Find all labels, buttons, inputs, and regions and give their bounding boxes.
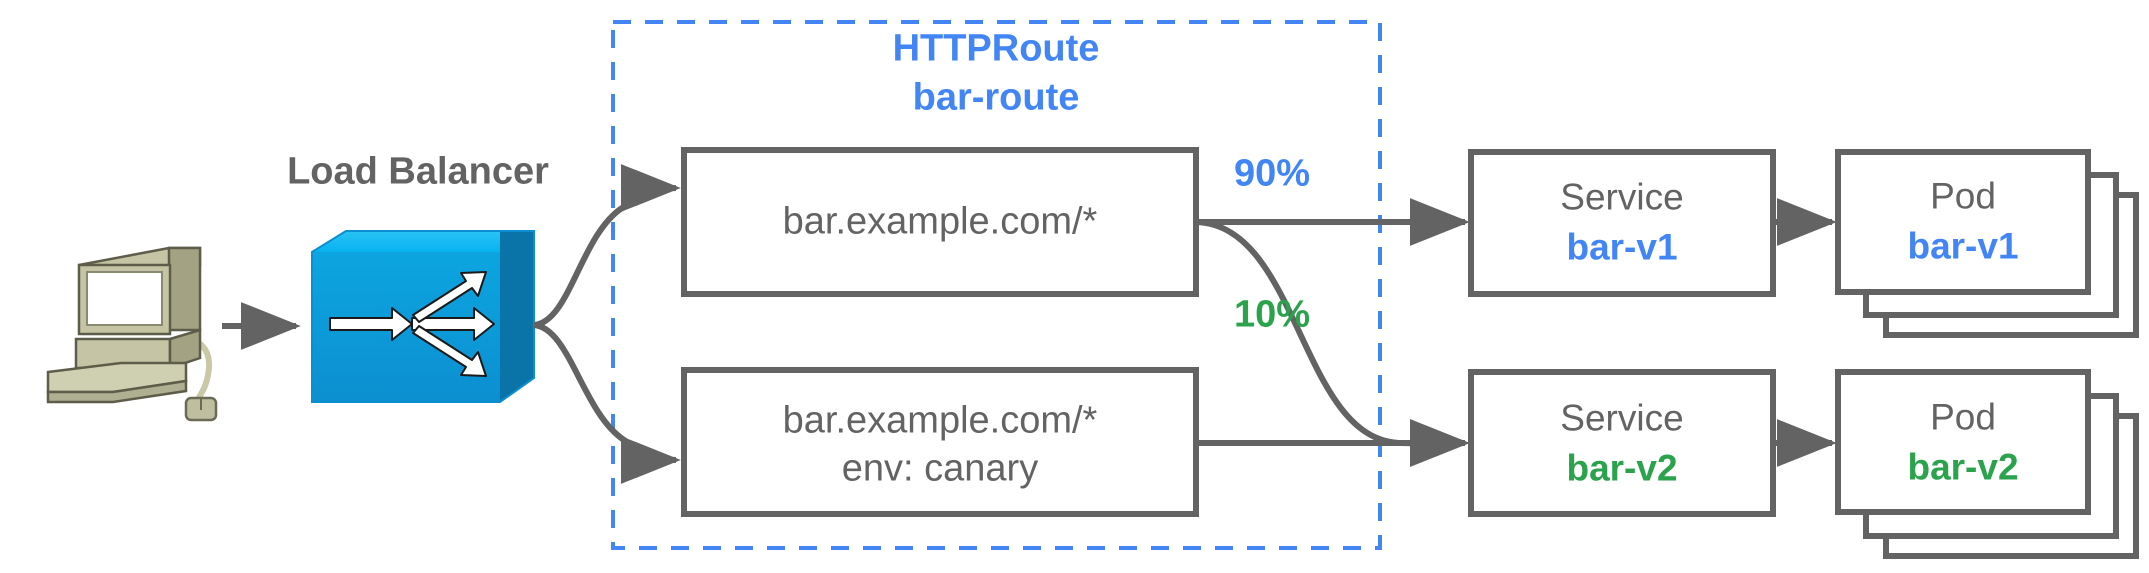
edge-lb-to-rule-canary (533, 322, 681, 484)
rule-box-primary (681, 147, 1199, 297)
pod-box-bar-v1 (1835, 149, 2091, 295)
service-box-bar-v1 (1468, 149, 1776, 297)
edge-10-to-service-bar-v2 (1195, 219, 1470, 468)
pod-box-bar-v2 (1835, 369, 2091, 515)
rule-box-canary (681, 367, 1199, 517)
pod-stack-bar-v2 (1835, 369, 2139, 559)
workstation-icon (46, 246, 218, 422)
httproute-group-box (611, 20, 1382, 550)
pod-stack-bar-v1 (1835, 149, 2139, 338)
edge-lb-to-rule-primary (533, 164, 681, 328)
load-balancer-switch-icon (311, 230, 535, 403)
service-box-bar-v2 (1468, 369, 1776, 517)
